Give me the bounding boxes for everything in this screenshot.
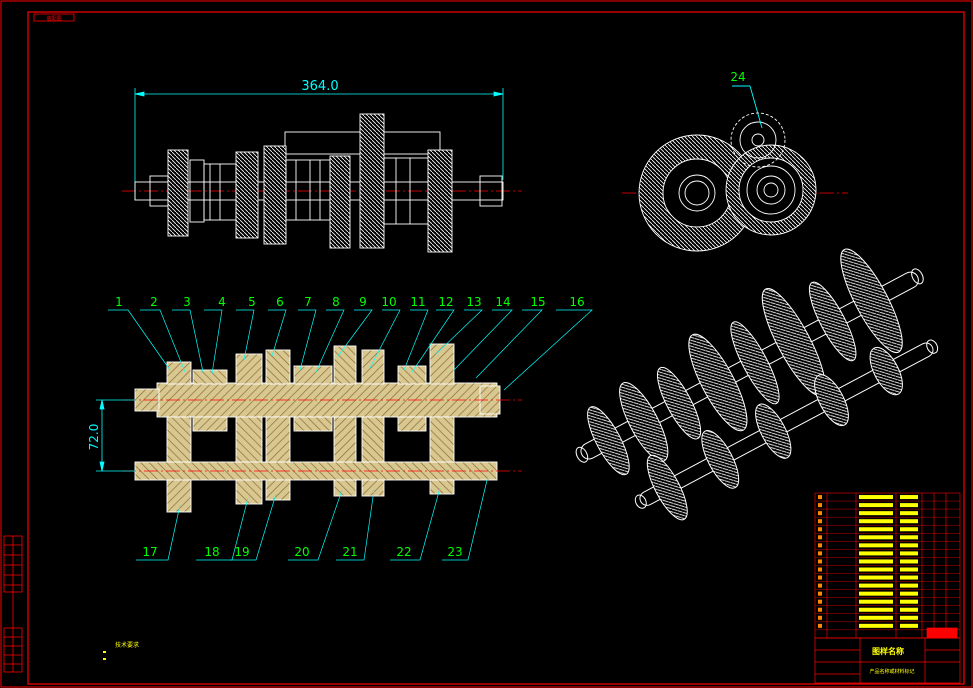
balloon-5: 5	[248, 295, 256, 309]
balloon-2: 2	[150, 295, 158, 309]
parts-list-cell-material	[900, 503, 918, 508]
balloons-bottom: 17 18 19 20 21 22 23	[142, 545, 462, 559]
parts-list-cell-index	[818, 511, 822, 516]
parts-list-cell-index	[818, 543, 822, 548]
balloon-16: 16	[569, 295, 584, 309]
balloon-23: 23	[447, 545, 462, 559]
parts-list-cell-index	[818, 599, 822, 604]
parts-list-fill	[818, 495, 918, 628]
title-tag: 装配图	[46, 15, 61, 22]
leader-lines-bottom	[136, 475, 489, 561]
balloon-14: 14	[495, 295, 510, 309]
parts-list-cell-index	[818, 535, 822, 540]
parts-list-cell-material	[900, 519, 918, 524]
tech-requirements-label: 技术要求	[115, 641, 139, 649]
parts-list-cell-name	[859, 495, 893, 500]
balloons-top: 1 2 3 4 5 6 7 8 9 10 11 12 13 14 15 16	[115, 295, 584, 309]
dimension-center-distance	[96, 399, 135, 472]
tech-requirements-marks	[103, 651, 106, 660]
balloon-8: 8	[332, 295, 340, 309]
balloon-21: 21	[342, 545, 357, 559]
parts-list-cell-index	[818, 623, 822, 628]
parts-list-cell-material	[900, 591, 918, 596]
parts-list-cell-index	[818, 527, 822, 532]
parts-list-rows	[815, 500, 960, 631]
balloon-9: 9	[359, 295, 367, 309]
product-label: 产品名称或材料标记	[869, 668, 914, 675]
parts-list-cell-material	[900, 583, 918, 588]
parts-list-cell-material	[900, 511, 918, 516]
parts-list-cell-material	[900, 527, 918, 532]
parts-list-cell-name	[859, 575, 893, 580]
parts-list-cell-index	[818, 551, 822, 556]
dimension-center-text: 72.0	[87, 424, 101, 451]
parts-list-cell-index	[818, 559, 822, 564]
parts-list-cell-name	[859, 623, 893, 628]
parts-list-cell-name	[859, 551, 893, 556]
parts-list-cell-name	[859, 599, 893, 604]
parts-list-cell-material	[900, 559, 918, 564]
leader-lines-top	[108, 309, 593, 391]
parts-list-cell-index	[818, 503, 822, 508]
balloon-7: 7	[304, 295, 312, 309]
balloon-20: 20	[294, 545, 309, 559]
balloon-24: 24	[730, 70, 745, 84]
parts-list-cell-material	[900, 567, 918, 572]
dimension-length	[134, 88, 504, 200]
parts-list-cell-material	[900, 543, 918, 548]
balloon-3: 3	[183, 295, 191, 309]
balloon-1: 1	[115, 295, 123, 309]
parts-list-cell-name	[859, 527, 893, 532]
parts-list-cell-index	[818, 575, 822, 580]
parts-list-cell-name	[859, 591, 893, 596]
parts-list-cell-index	[818, 495, 822, 500]
parts-list-cell-material	[900, 607, 918, 612]
balloon-15: 15	[530, 295, 545, 309]
balloon-19: 19	[234, 545, 249, 559]
balloon-12: 12	[438, 295, 453, 309]
parts-list-cell-name	[859, 519, 893, 524]
parts-list-cell-material	[900, 535, 918, 540]
parts-list-cell-name	[859, 567, 893, 572]
parts-list-cell-index	[818, 567, 822, 572]
parts-list-cell-index	[818, 615, 822, 620]
balloon-17: 17	[142, 545, 157, 559]
parts-list-cell-name	[859, 511, 893, 516]
side-view-gears	[622, 85, 848, 252]
front-view-gearbox: 364.0	[122, 79, 522, 253]
isometric-view-gearbox	[575, 248, 939, 521]
parts-list-cell-name	[859, 559, 893, 564]
parts-list-cell-material	[900, 575, 918, 580]
balloon-4: 4	[218, 295, 226, 309]
parts-list-cell-name	[859, 535, 893, 540]
parts-list-cell-material	[900, 615, 918, 620]
balloon-11: 11	[410, 295, 425, 309]
balloon-6: 6	[276, 295, 284, 309]
parts-list-cell-name	[859, 615, 893, 620]
parts-list-cell-index	[818, 519, 822, 524]
parts-list-cell-material	[900, 495, 918, 500]
parts-list-cell-name	[859, 583, 893, 588]
balloon-13: 13	[466, 295, 481, 309]
section-view-gearbox	[122, 343, 522, 513]
parts-list-cell-material	[900, 551, 918, 556]
parts-list-cell-index	[818, 607, 822, 612]
left-binding-strip	[3, 535, 23, 673]
balloon-18: 18	[204, 545, 219, 559]
parts-list-cell-material	[900, 599, 918, 604]
parts-list-cell-material	[900, 623, 918, 628]
balloon-22: 22	[396, 545, 411, 559]
parts-list-cell-name	[859, 503, 893, 508]
parts-list-cell-name	[859, 607, 893, 612]
parts-list-cell-index	[818, 591, 822, 596]
parts-list-cell-name	[859, 543, 893, 548]
title-block	[814, 627, 961, 684]
dimension-length-text: 364.0	[301, 79, 338, 94]
balloon-10: 10	[381, 295, 396, 309]
parts-list-cell-index	[818, 583, 822, 588]
drawing-name: 图样名称	[872, 646, 904, 656]
